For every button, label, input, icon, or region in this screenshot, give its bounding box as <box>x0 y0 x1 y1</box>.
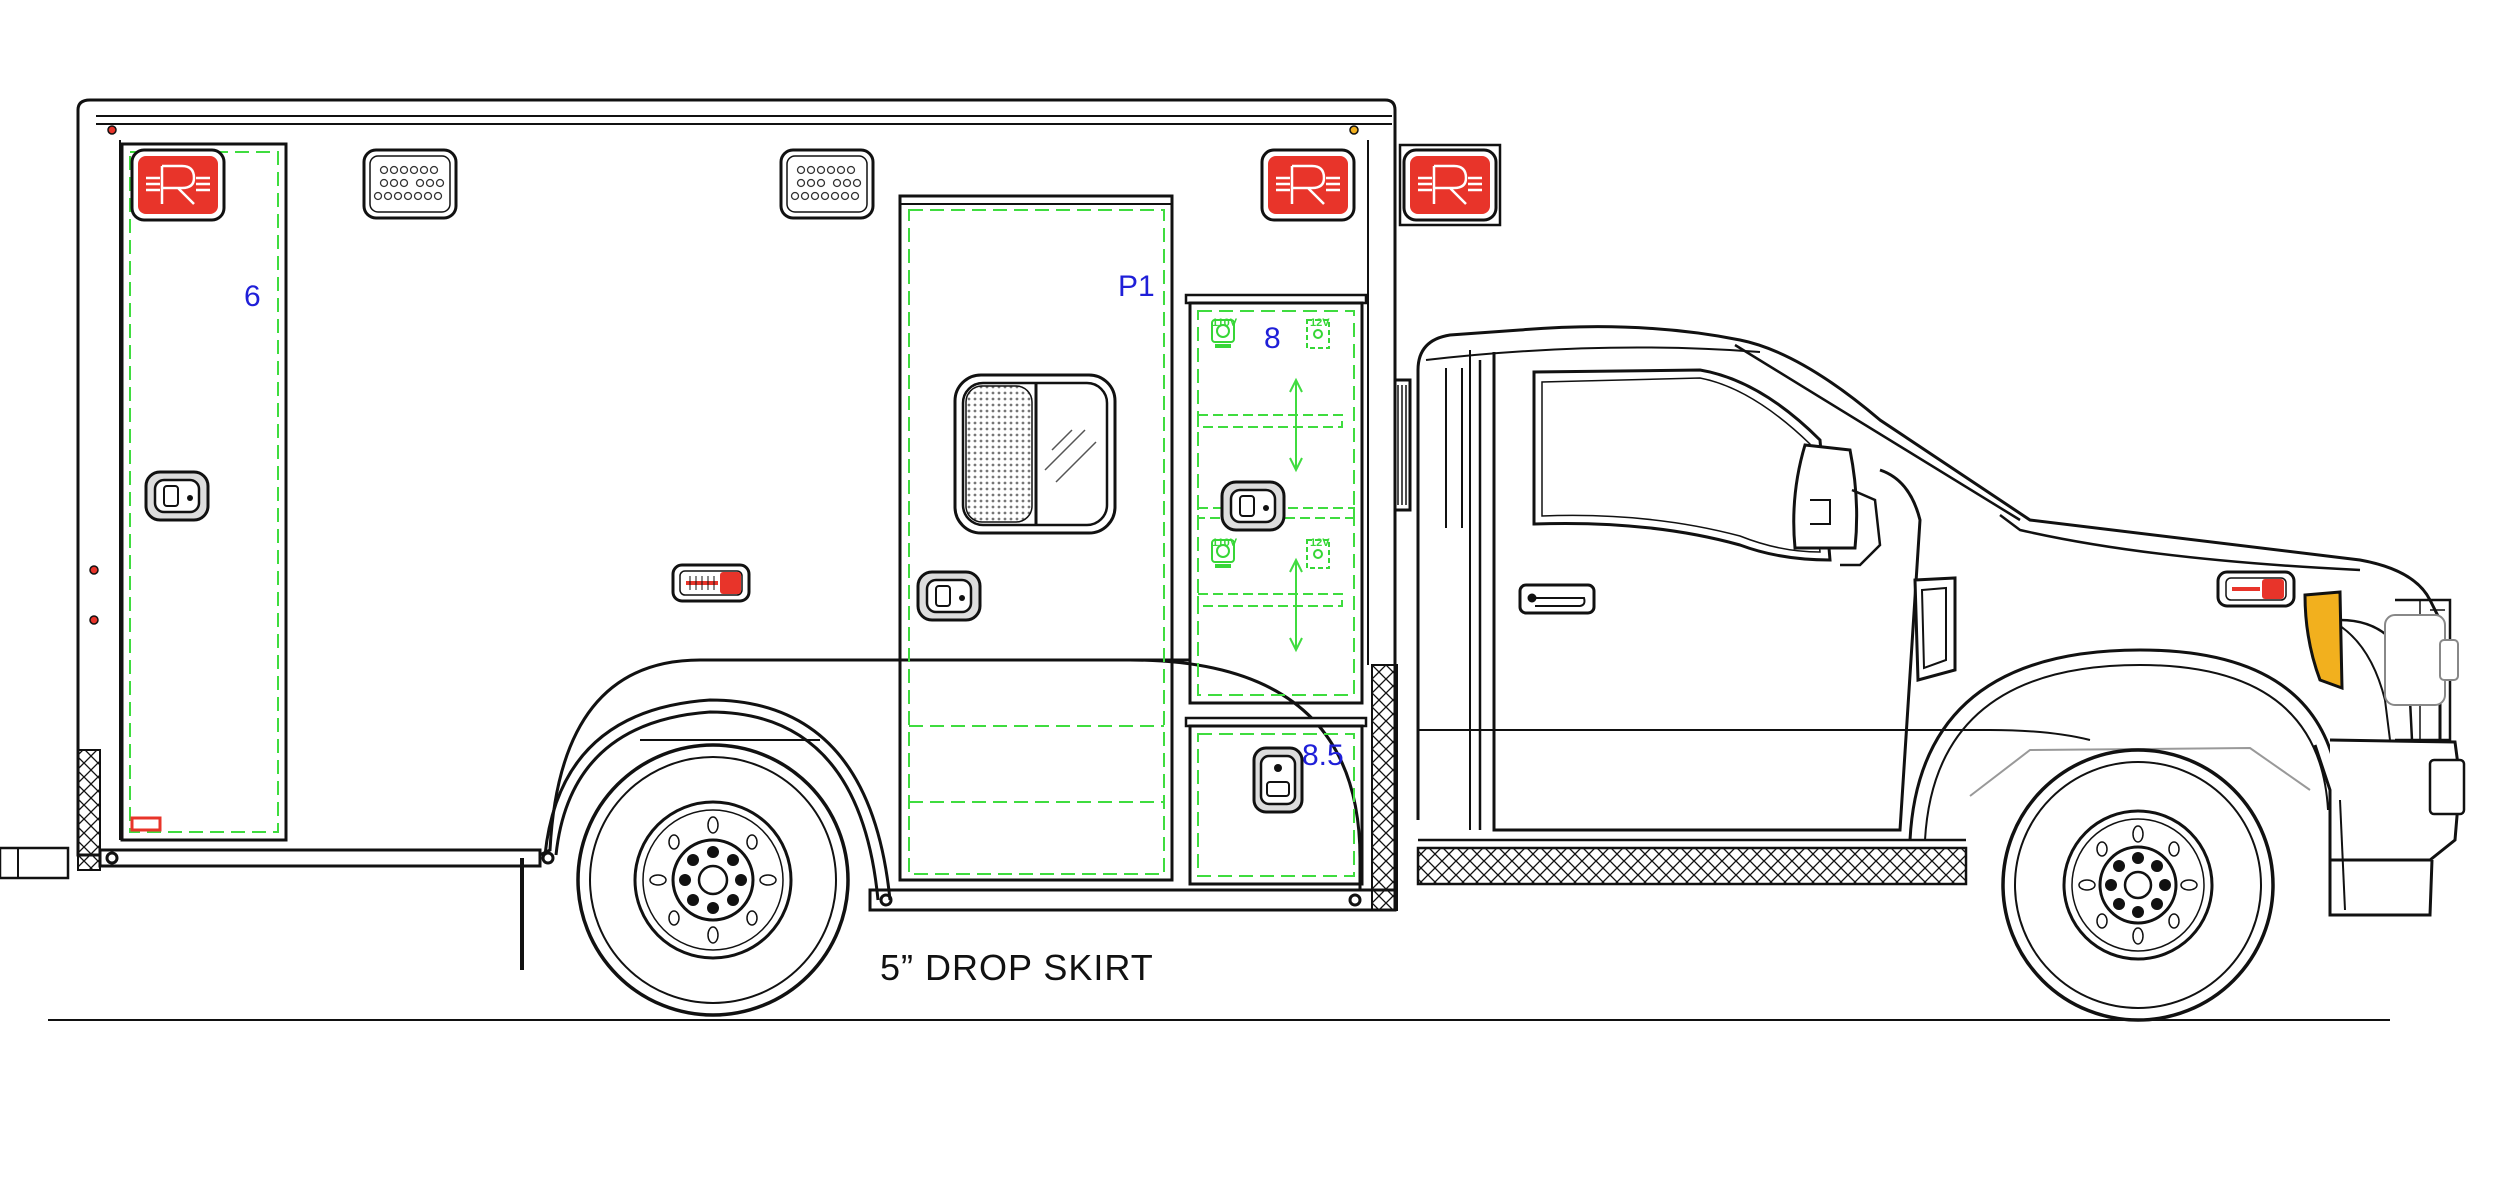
cab-marker-light <box>2216 570 2296 608</box>
outlet-110v-bottom: 110V <box>1212 537 1238 549</box>
front-warning-light <box>1260 148 1356 222</box>
outlet-12v-top: 12V <box>1310 317 1330 329</box>
compartment-6-handle[interactable] <box>144 470 210 522</box>
side-marker-light <box>671 563 751 603</box>
compartment-6-label: 6 <box>244 280 261 313</box>
outlet-12v-bottom: 12V <box>1310 537 1330 549</box>
compartment-8-5-handle[interactable] <box>1252 746 1304 814</box>
compartment-p1-label: P1 <box>1118 270 1155 303</box>
compartment-8-5-door[interactable] <box>1184 716 1368 886</box>
side-door-handle[interactable] <box>916 570 982 622</box>
scene-light-right <box>779 148 875 220</box>
rear-step <box>0 846 70 880</box>
front-wheel <box>2001 748 2275 1022</box>
compartment-8-label: 8 <box>1264 322 1281 355</box>
side-entry-door-p1[interactable] <box>898 194 1174 882</box>
amber-turn-lamp <box>2303 590 2344 691</box>
compartment-8-handle[interactable] <box>1220 480 1286 532</box>
rear-diamond-plate <box>77 749 101 871</box>
compartment-8-5-label: 8.5 <box>1302 739 1344 772</box>
chassis-cab <box>1395 325 2466 917</box>
outlet-110v-top: 110V <box>1212 317 1238 329</box>
rear-wheel-well <box>543 698 892 901</box>
side-door-window <box>953 373 1117 535</box>
front-corner-diamond-plate <box>1371 664 1398 911</box>
rear-warning-light <box>130 148 226 222</box>
scene-light-left <box>362 148 458 220</box>
drop-skirt-caption: 5” DROP SKIRT <box>880 947 1154 988</box>
rear-wheel <box>576 743 850 1017</box>
cab-warning-light <box>1398 143 1502 227</box>
cab-running-board <box>1416 846 1968 886</box>
